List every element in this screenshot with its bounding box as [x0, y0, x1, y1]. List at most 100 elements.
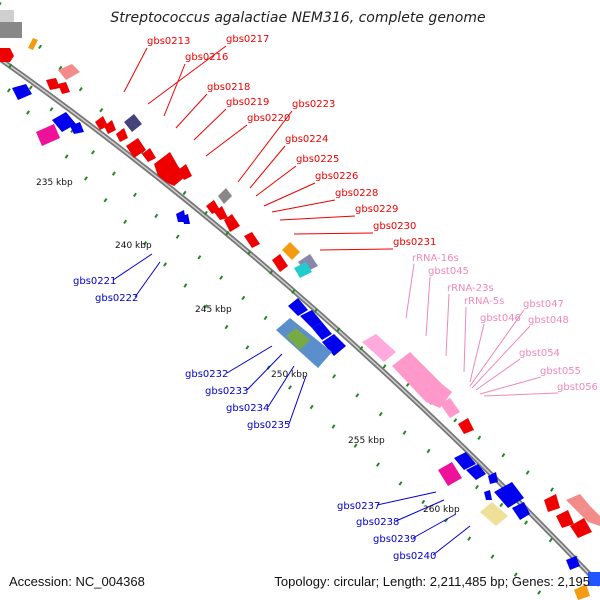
gene-label[interactable]: gbs0237	[337, 501, 380, 512]
label-leader-line	[445, 293, 450, 357]
gene-feature-blue	[322, 334, 346, 356]
scale-tick	[133, 192, 137, 198]
scale-label: 260 kbp	[423, 505, 460, 515]
scale-tick	[203, 210, 208, 216]
scale-tick	[355, 393, 360, 398]
gene-label[interactable]: gbst045	[428, 266, 469, 277]
gene-label[interactable]: gbs0231	[393, 237, 436, 248]
gene-feature-magenta	[36, 124, 60, 146]
scale-tick	[426, 448, 431, 454]
label-leader-line	[193, 108, 227, 141]
scale-tick	[197, 255, 202, 260]
gene-feature-magenta	[438, 462, 462, 486]
gene-feature-blue	[466, 464, 486, 480]
gene-label[interactable]: gbs0222	[95, 293, 138, 304]
gene-label[interactable]: gbs0233	[205, 386, 248, 397]
gene-label[interactable]: gbs0239	[373, 534, 416, 545]
scale-label: 250 kbp	[271, 370, 308, 380]
gene-feature-blue	[182, 214, 190, 224]
gene-label[interactable]: gbs0223	[292, 99, 335, 110]
scale-tick	[309, 404, 314, 410]
scale-tick	[219, 275, 224, 280]
gene-label[interactable]: gbst055	[540, 366, 581, 377]
gene-feature-rrna	[392, 352, 452, 408]
label-leader-line	[469, 309, 525, 387]
gene-feature-orange	[574, 584, 590, 600]
label-leader-line	[271, 199, 336, 213]
label-leader-line	[123, 47, 148, 93]
gene-features	[0, 10, 600, 600]
gene-feature-gray	[0, 22, 22, 38]
scale-tick	[501, 453, 506, 458]
gene-label[interactable]: gbs0224	[285, 134, 328, 145]
gene-label[interactable]: rRNA-23s	[447, 283, 494, 294]
scale-tick	[499, 502, 504, 508]
reverse-gene-labels: gbs0221 gbs0222 gbs0232 gbs0233 gbs0234 …	[73, 276, 436, 562]
gene-feature-rrna	[362, 334, 396, 362]
gene-label[interactable]: gbs0216	[185, 52, 228, 63]
gene-feature-red	[214, 206, 228, 220]
topology-text: Topology: circular; Length: 2,211,485 bp…	[274, 574, 590, 589]
gene-label[interactable]: gbst047	[523, 299, 564, 310]
gene-label[interactable]: gbs0228	[335, 188, 378, 199]
scale-tick	[111, 171, 116, 176]
gene-label[interactable]: gbs0217	[226, 34, 269, 45]
scale-tick	[513, 572, 518, 577]
gene-feature-blue	[588, 572, 600, 586]
gene-label[interactable]: gbs0238	[356, 517, 399, 528]
gene-feature-red	[0, 48, 14, 62]
scale-tick	[103, 198, 108, 203]
gene-label[interactable]: gbs0218	[207, 82, 250, 93]
scale-tick	[84, 176, 88, 181]
label-leader-line	[147, 45, 227, 105]
gene-feature-blue	[566, 556, 580, 570]
gene-label[interactable]: rRNA-16s	[412, 253, 459, 264]
scale-tick	[548, 537, 553, 543]
gene-label[interactable]: gbs0234	[226, 403, 269, 414]
gene-feature-red	[570, 518, 592, 538]
scale-tick	[331, 424, 336, 429]
gene-feature-blue	[512, 502, 530, 520]
gene-label[interactable]: gbs0229	[355, 204, 398, 215]
gene-feature-pink	[58, 64, 80, 80]
gene-label[interactable]: gbst054	[519, 348, 560, 359]
accession-text: Accession: NC_004368	[9, 574, 145, 589]
gene-label[interactable]: gbs0226	[315, 171, 358, 182]
gene-label[interactable]: gbs0219	[226, 97, 269, 108]
gene-feature-red	[142, 148, 156, 162]
scale-tick	[398, 481, 403, 486]
label-leader-line	[267, 365, 295, 408]
gene-label[interactable]: gbs0213	[147, 36, 190, 47]
scale-tick	[163, 262, 168, 267]
scale-tick	[402, 430, 407, 435]
gene-feature-red	[116, 128, 128, 142]
gene-label[interactable]: gbs0230	[373, 221, 416, 232]
gene-label[interactable]: rRNA-5s	[464, 296, 504, 307]
label-leader-line	[249, 145, 286, 189]
scale-tick	[550, 487, 554, 492]
gene-feature-rrna	[440, 398, 460, 418]
scale-tick	[58, 65, 63, 71]
gene-label[interactable]: gbs0232	[185, 369, 228, 380]
gene-label[interactable]: gbs0220	[247, 113, 290, 124]
label-leader-line	[469, 323, 485, 383]
gene-feature-red	[556, 510, 574, 528]
scale-tick	[490, 554, 495, 559]
gene-feature-blue	[484, 490, 492, 500]
scale-tick	[49, 107, 54, 112]
gene-feature-blue	[300, 310, 322, 328]
gene-label[interactable]: gbst056	[557, 382, 598, 393]
label-leader-line	[175, 93, 208, 129]
gene-feature-cyan	[294, 262, 312, 278]
label-leader-line	[432, 525, 471, 556]
gene-feature-red	[544, 494, 560, 512]
gene-label[interactable]: gbs0240	[393, 551, 436, 562]
scale-tick	[225, 230, 230, 236]
gene-label[interactable]: gbs0221	[73, 276, 116, 287]
gene-feature-lightgray	[0, 10, 14, 22]
gene-label[interactable]: gbst048	[528, 315, 569, 326]
gene-label[interactable]: gbs0225	[296, 154, 339, 165]
label-leader-line	[475, 358, 521, 391]
gene-label[interactable]: gbs0235	[247, 420, 290, 431]
gene-label[interactable]: gbst046	[480, 313, 521, 324]
